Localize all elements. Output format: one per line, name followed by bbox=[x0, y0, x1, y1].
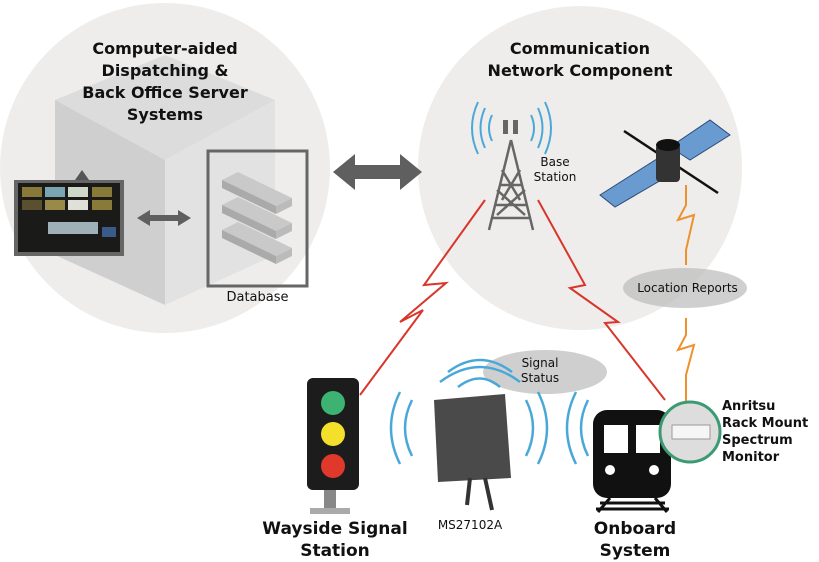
title-line: Dispatching & bbox=[101, 61, 229, 80]
location-reports-label: Location Reports bbox=[637, 281, 738, 295]
device-label: MS27102A bbox=[437, 518, 503, 532]
title-line: Computer-aided bbox=[92, 39, 238, 58]
onboard-system-label: Onboard System bbox=[575, 518, 695, 562]
control-room-image bbox=[14, 170, 124, 256]
ms27102a-device-icon bbox=[434, 394, 511, 511]
network-circle bbox=[418, 6, 742, 330]
title-line: Systems bbox=[126, 105, 204, 124]
spectrum-monitor-label: Anritsu Rack Mount Spectrum Monitor bbox=[722, 398, 819, 466]
radio-waves-icon bbox=[389, 358, 590, 465]
base-station-tower-icon bbox=[487, 120, 535, 231]
signal-status-label: Signal Status bbox=[505, 356, 575, 386]
wireless-link-orange bbox=[675, 185, 696, 405]
back-office-title: Computer-aided Dispatching & Back Office… bbox=[55, 38, 275, 126]
double-arrow-large-icon bbox=[333, 154, 422, 190]
title-line: Network Component bbox=[487, 61, 673, 80]
label-line: Status bbox=[520, 371, 560, 385]
wayside-signal-label: Wayside Signal Station bbox=[245, 518, 425, 562]
label-line: Station bbox=[300, 541, 370, 561]
label-line: Onboard bbox=[593, 519, 677, 539]
label-line: Base bbox=[540, 155, 570, 169]
label-line: Station bbox=[533, 170, 577, 184]
base-station-label: Base Station bbox=[525, 155, 585, 185]
train-icon bbox=[593, 410, 671, 513]
satellite-icon bbox=[599, 119, 731, 208]
label-line: Wayside Signal bbox=[262, 519, 408, 539]
label-line: Anritsu bbox=[722, 399, 776, 414]
label-line: Monitor bbox=[722, 450, 780, 465]
cloud-icon bbox=[483, 350, 607, 394]
traffic-light-icon bbox=[307, 378, 359, 514]
database-box bbox=[206, 149, 309, 288]
wireless-link-red bbox=[359, 199, 666, 401]
radio-waves-icon bbox=[471, 101, 552, 155]
network-title: Communication Network Component bbox=[470, 38, 690, 82]
cloud-icon bbox=[623, 268, 747, 308]
label-line: System bbox=[599, 541, 671, 561]
double-arrow-small-icon bbox=[137, 210, 191, 226]
database-label: Database bbox=[226, 290, 289, 305]
label-line: Signal bbox=[521, 356, 559, 370]
title-line: Back Office Server bbox=[82, 83, 248, 102]
label-line: Rack Mount bbox=[722, 416, 809, 431]
database-stack-icon bbox=[222, 172, 292, 264]
title-line: Communication bbox=[509, 39, 651, 58]
label-line: Spectrum bbox=[722, 433, 793, 448]
